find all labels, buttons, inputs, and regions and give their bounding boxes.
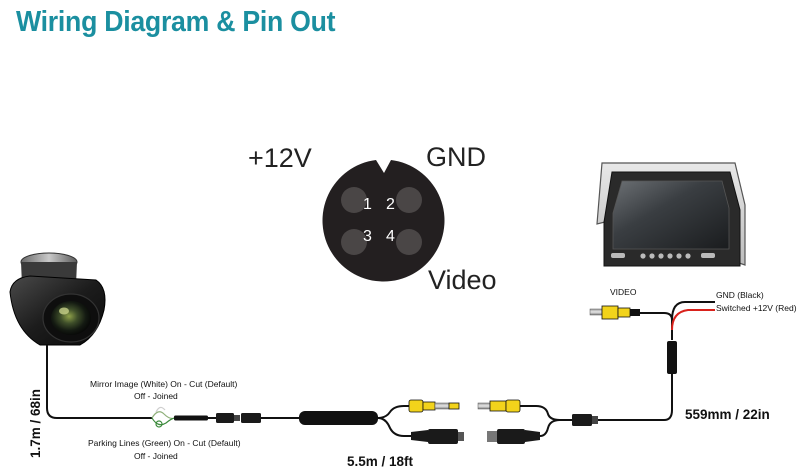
camera-lens xyxy=(51,301,91,335)
camera-image xyxy=(9,252,106,346)
video-wire-label: VIDEO xyxy=(610,287,637,297)
mirror-image-label: Mirror Image (White) On - Cut (Default) xyxy=(90,379,238,389)
power-wire-label: Switched +12V (Red) xyxy=(716,303,797,313)
pin-3-label: 3 xyxy=(363,228,372,245)
power-wire-red xyxy=(671,309,715,331)
extension-cable-length: 5.5m / 18ft xyxy=(347,454,414,469)
cable-splitter xyxy=(299,411,378,425)
monitor-button xyxy=(676,253,682,259)
monitor-screen xyxy=(612,180,730,250)
monitor-image xyxy=(596,162,746,267)
video-label: Video xyxy=(428,265,497,295)
split-cable-left xyxy=(377,405,412,437)
camera-cable-length: 1.7m / 68in xyxy=(28,389,43,458)
pin-2-socket xyxy=(396,187,422,213)
pin-3-socket xyxy=(341,229,367,255)
lead-junction xyxy=(667,341,677,374)
plus12v-label: +12V xyxy=(248,143,312,173)
monitor-button xyxy=(649,253,655,259)
gnd-label: GND xyxy=(426,142,486,172)
trigger-wire-sleeve xyxy=(174,415,208,421)
monitor-button xyxy=(658,253,664,259)
monitor-button xyxy=(640,253,646,259)
monitor-button xyxy=(685,253,691,259)
pin-4-label: 4 xyxy=(386,228,395,245)
trigger-wire-loops xyxy=(151,406,176,428)
monitor-button-left xyxy=(611,253,625,258)
rca-video-coupler xyxy=(408,399,521,413)
pin-1-socket xyxy=(341,187,367,213)
power-coupler xyxy=(411,429,540,444)
monitor-plug xyxy=(572,414,598,426)
pin-connector: 1 2 3 4 +12V GND Video xyxy=(248,142,497,295)
camera-cable xyxy=(46,345,152,419)
camera-lens-highlight xyxy=(59,307,69,315)
connector-face xyxy=(322,160,445,282)
monitor-button-right xyxy=(701,253,715,258)
parking-lines-label: Parking Lines (Green) On - Cut (Default) xyxy=(88,438,241,448)
pin-2-label: 2 xyxy=(386,196,395,213)
parking-lines-off-label: Off - Joined xyxy=(134,451,178,461)
mirror-image-off-label: Off - Joined xyxy=(134,391,178,401)
pin-1-label: 1 xyxy=(363,196,372,213)
monitor-lead xyxy=(598,301,715,421)
monitor-button xyxy=(667,253,673,259)
rca-video-plug xyxy=(589,305,640,320)
monitor-lead-length: 559mm / 22in xyxy=(685,407,770,422)
pin-4-socket xyxy=(396,229,422,255)
split-cable-right xyxy=(520,405,572,437)
camera-plug xyxy=(208,413,261,423)
page-title: Wiring Diagram & Pin Out xyxy=(16,6,336,38)
gnd-wire-label: GND (Black) xyxy=(716,290,764,300)
